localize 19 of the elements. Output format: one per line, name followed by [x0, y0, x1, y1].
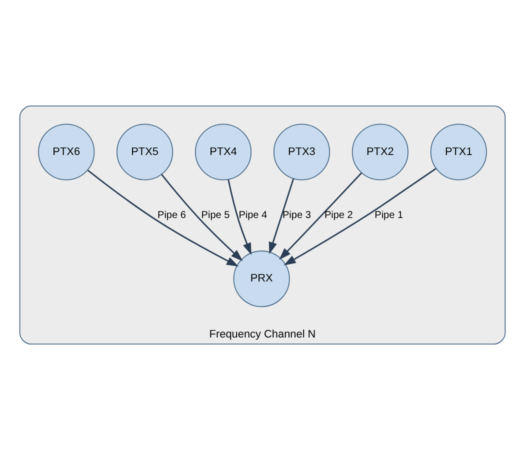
edge-label: Pipe 3: [282, 210, 311, 221]
arrow: [160, 174, 243, 262]
arrow: [87, 170, 239, 266]
edge-label: Pipe 1: [374, 210, 404, 221]
node-circle: PRX: [233, 250, 290, 308]
edge-label: Pipe 6: [158, 210, 186, 221]
node-circle: PTX6: [38, 124, 95, 180]
node-circle: PTX2: [352, 124, 408, 180]
arrow: [284, 168, 436, 266]
edge-label: Pipe 2: [324, 210, 353, 221]
arrow: [228, 180, 252, 255]
arrow: [279, 172, 362, 260]
edge-label: Pipe 5: [201, 210, 230, 221]
node-circle: PTX5: [116, 124, 174, 180]
node-circle: PTX1: [430, 124, 487, 180]
arrow: [268, 178, 294, 254]
edge-label: Pipe 4: [238, 210, 268, 221]
node-circle: PTX3: [273, 124, 330, 180]
node-circle: PTX4: [194, 124, 252, 180]
